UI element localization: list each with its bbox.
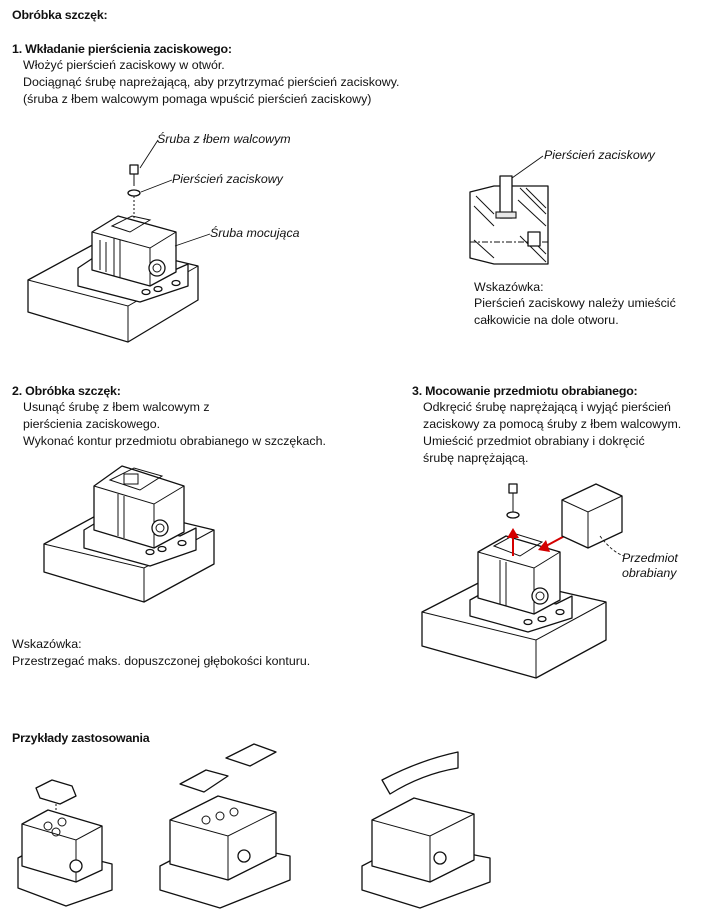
step3-line-3: Umieścić przedmiot obrabiany i dokręcić (423, 434, 645, 448)
section-hint-line-1: Pierścień zaciskowy należy umieścić (474, 296, 676, 310)
step3-heading: 3. Mocowanie przedmiotu obrabianego: (412, 384, 638, 398)
clamping-screw-head-3 (531, 587, 549, 605)
clamping-ring-1 (127, 189, 141, 197)
callout-workpiece-2: obrabiany (622, 566, 677, 580)
ex3-body (371, 797, 475, 883)
step3-line-1: Odkręcić śrubę naprężającą i wyjąć pierś… (423, 400, 671, 414)
step2-line-2: pierścienia zaciskowego. (23, 417, 161, 431)
cylinder-screw-1 (129, 164, 139, 175)
ex3-workpiece (381, 751, 459, 795)
cylinder-screw-3 (508, 483, 518, 494)
figure-step1 (27, 139, 211, 343)
clamping-screw-head-2 (151, 519, 169, 537)
step2-line-3: Wykonać kontur przedmiotu obrabianego w … (23, 434, 326, 448)
page-title: Obróbka szczęk: (12, 8, 108, 22)
step1-heading: 1. Wkładanie pierścienia zaciskowego: (12, 42, 232, 56)
callout-cylinder-screw: Śruba z łbem walcowym (157, 132, 291, 146)
ex2-workpiece-a (179, 769, 229, 793)
step2-hint-text: Przestrzegać maks. dopuszczonej głębokoś… (12, 654, 311, 668)
example-2 (159, 743, 291, 909)
figure-section (469, 155, 549, 265)
example-1 (17, 779, 113, 907)
step1-line-3: (śruba z łbem walcowym pomaga wpuścić pi… (23, 92, 372, 106)
step3-line-2: zaciskowy za pomocą śruby z łbem walcowy… (423, 417, 682, 431)
figure-step2 (43, 465, 215, 603)
step1-line-2: Dociągnąć śrubę napreżającą, aby przytrz… (23, 75, 400, 89)
section-hint-label: Wskazówka: (474, 280, 544, 294)
callout-workpiece-1: Przedmiot (622, 551, 678, 565)
callout-mounting-screw: Śruba mocująca (210, 226, 300, 240)
ex1-workpiece (35, 779, 77, 805)
figure-step3 (421, 483, 625, 679)
callout-section-ring: Pierścień zaciskowy (544, 148, 655, 162)
step2-hint-label: Wskazówka: (12, 637, 82, 651)
step3-line-4: śrubę naprężającą. (423, 451, 529, 465)
section-hint-line-2: całkowicie na dole otworu. (474, 313, 619, 327)
workpiece-cube (561, 483, 623, 549)
examples-heading: Przykłady zastosowania (12, 731, 150, 745)
example-3 (361, 751, 491, 909)
step2-heading: 2. Obróbka szczęk: (12, 384, 121, 398)
step2-line-1: Usunąć śrubę z łbem walcowym z (23, 400, 210, 414)
clamping-screw-head-1 (148, 259, 166, 277)
step1-line-1: Włożyć pierścień zaciskowy w otwór. (23, 58, 225, 72)
ex2-workpiece-b (225, 743, 277, 767)
clamping-ring-3 (506, 511, 520, 519)
callout-clamping-ring: Pierścień zaciskowy (172, 172, 283, 186)
